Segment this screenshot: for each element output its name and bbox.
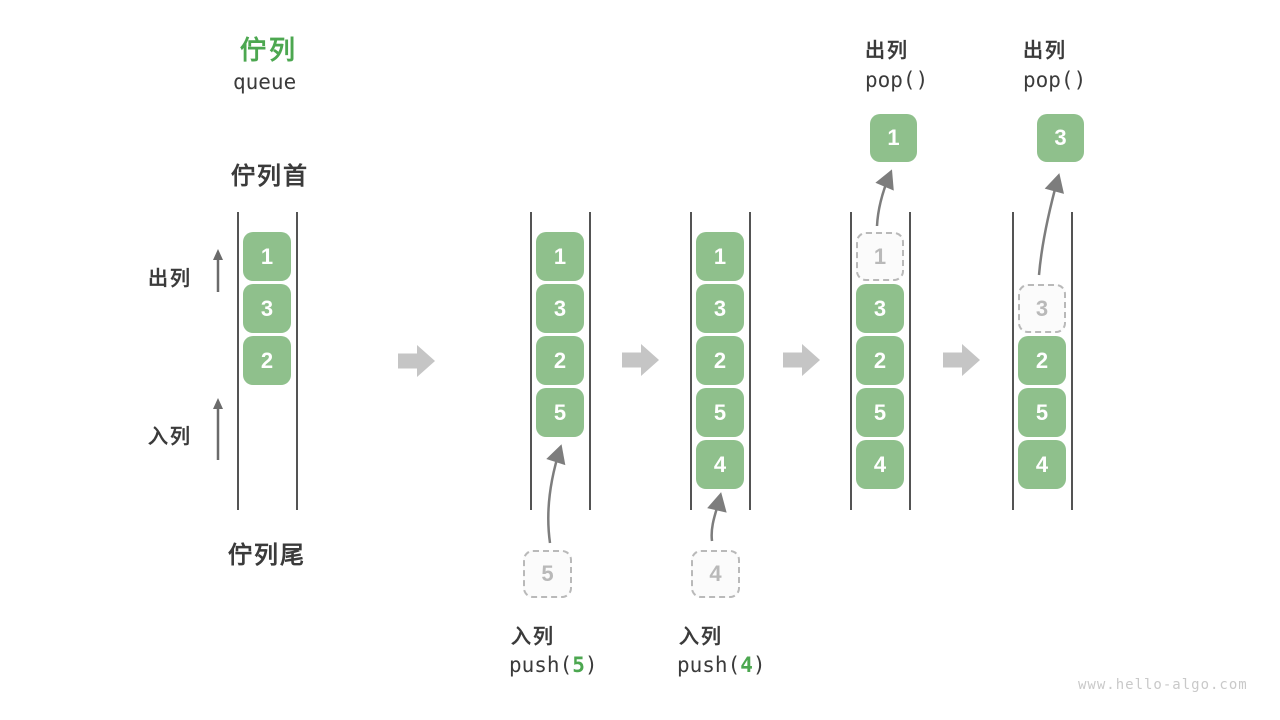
enqueue-up-arrow-icon <box>213 398 223 460</box>
queue-cell: 3 <box>243 284 291 333</box>
push-arg: 5 <box>572 653 585 677</box>
queue-column-3: 1 3 2 5 4 <box>690 212 751 510</box>
label-dequeue: 出列 <box>148 268 192 290</box>
queue-cell: 2 <box>1018 336 1066 385</box>
queue-wall <box>296 212 298 510</box>
queue-cell: 3 <box>536 284 584 333</box>
page-subtitle: queue <box>233 70 297 94</box>
queue-wall <box>850 212 852 510</box>
incoming-cell: 4 <box>691 550 740 598</box>
queue-wall <box>1012 212 1014 510</box>
queue-wall <box>530 212 532 510</box>
queue-cell: 5 <box>856 388 904 437</box>
queue-wall <box>909 212 911 510</box>
label-enqueue: 入列 <box>148 426 192 448</box>
popped-cell: 3 <box>1037 114 1084 162</box>
page-title: 佇列 <box>240 35 299 65</box>
queue-cell: 1 <box>243 232 291 281</box>
queue-cell: 1 <box>696 232 744 281</box>
push-code: push(4) <box>677 653 766 677</box>
queue-cell: 2 <box>856 336 904 385</box>
pop-label: 出列 <box>1023 40 1067 62</box>
queue-cell: 1 <box>536 232 584 281</box>
queue-cell: 2 <box>696 336 744 385</box>
push-code-close: ) <box>752 653 766 677</box>
block-arrow-icon <box>398 345 435 377</box>
pop-code: pop() <box>865 68 929 92</box>
queue-wall <box>589 212 591 510</box>
label-queue-front: 佇列首 <box>231 163 309 190</box>
queue-cell: 2 <box>536 336 584 385</box>
dequeue-up-arrow-icon <box>213 249 223 292</box>
queue-cell: 3 <box>696 284 744 333</box>
push-label: 入列 <box>679 626 723 648</box>
block-arrow-icon <box>943 344 980 376</box>
block-arrow-icon <box>783 344 820 376</box>
queue-cell: 4 <box>696 440 744 489</box>
queue-wall <box>690 212 692 510</box>
incoming-cell: 5 <box>523 550 572 598</box>
removed-cell: 3 <box>1018 284 1066 333</box>
queue-cell: 4 <box>856 440 904 489</box>
queue-column-2: 1 3 2 5 <box>530 212 591 510</box>
queue-cell: 3 <box>856 284 904 333</box>
queue-cell: 5 <box>696 388 744 437</box>
popped-cell: 1 <box>870 114 917 162</box>
push-code-close: ) <box>584 653 598 677</box>
pop-label: 出列 <box>865 40 909 62</box>
push-label: 入列 <box>511 626 555 648</box>
queue-column-5: 3 2 5 4 <box>1012 212 1073 510</box>
queue-wall <box>749 212 751 510</box>
queue-cell: 5 <box>536 388 584 437</box>
pop-code: pop() <box>1023 68 1087 92</box>
queue-cell: 2 <box>243 336 291 385</box>
block-arrow-icon <box>622 344 659 376</box>
queue-cell: 4 <box>1018 440 1066 489</box>
watermark: www.hello-algo.com <box>1078 677 1248 693</box>
removed-cell: 1 <box>856 232 904 281</box>
queue-wall <box>237 212 239 510</box>
push-code-open: push( <box>677 653 741 677</box>
push-code-open: push( <box>509 653 573 677</box>
queue-column-1: 1 3 2 <box>237 212 298 510</box>
queue-wall <box>1071 212 1073 510</box>
queue-cell: 5 <box>1018 388 1066 437</box>
label-queue-tail: 佇列尾 <box>228 542 306 569</box>
push-code: push(5) <box>509 653 598 677</box>
queue-column-4: 1 3 2 5 4 <box>850 212 911 510</box>
push-arg: 4 <box>740 653 753 677</box>
